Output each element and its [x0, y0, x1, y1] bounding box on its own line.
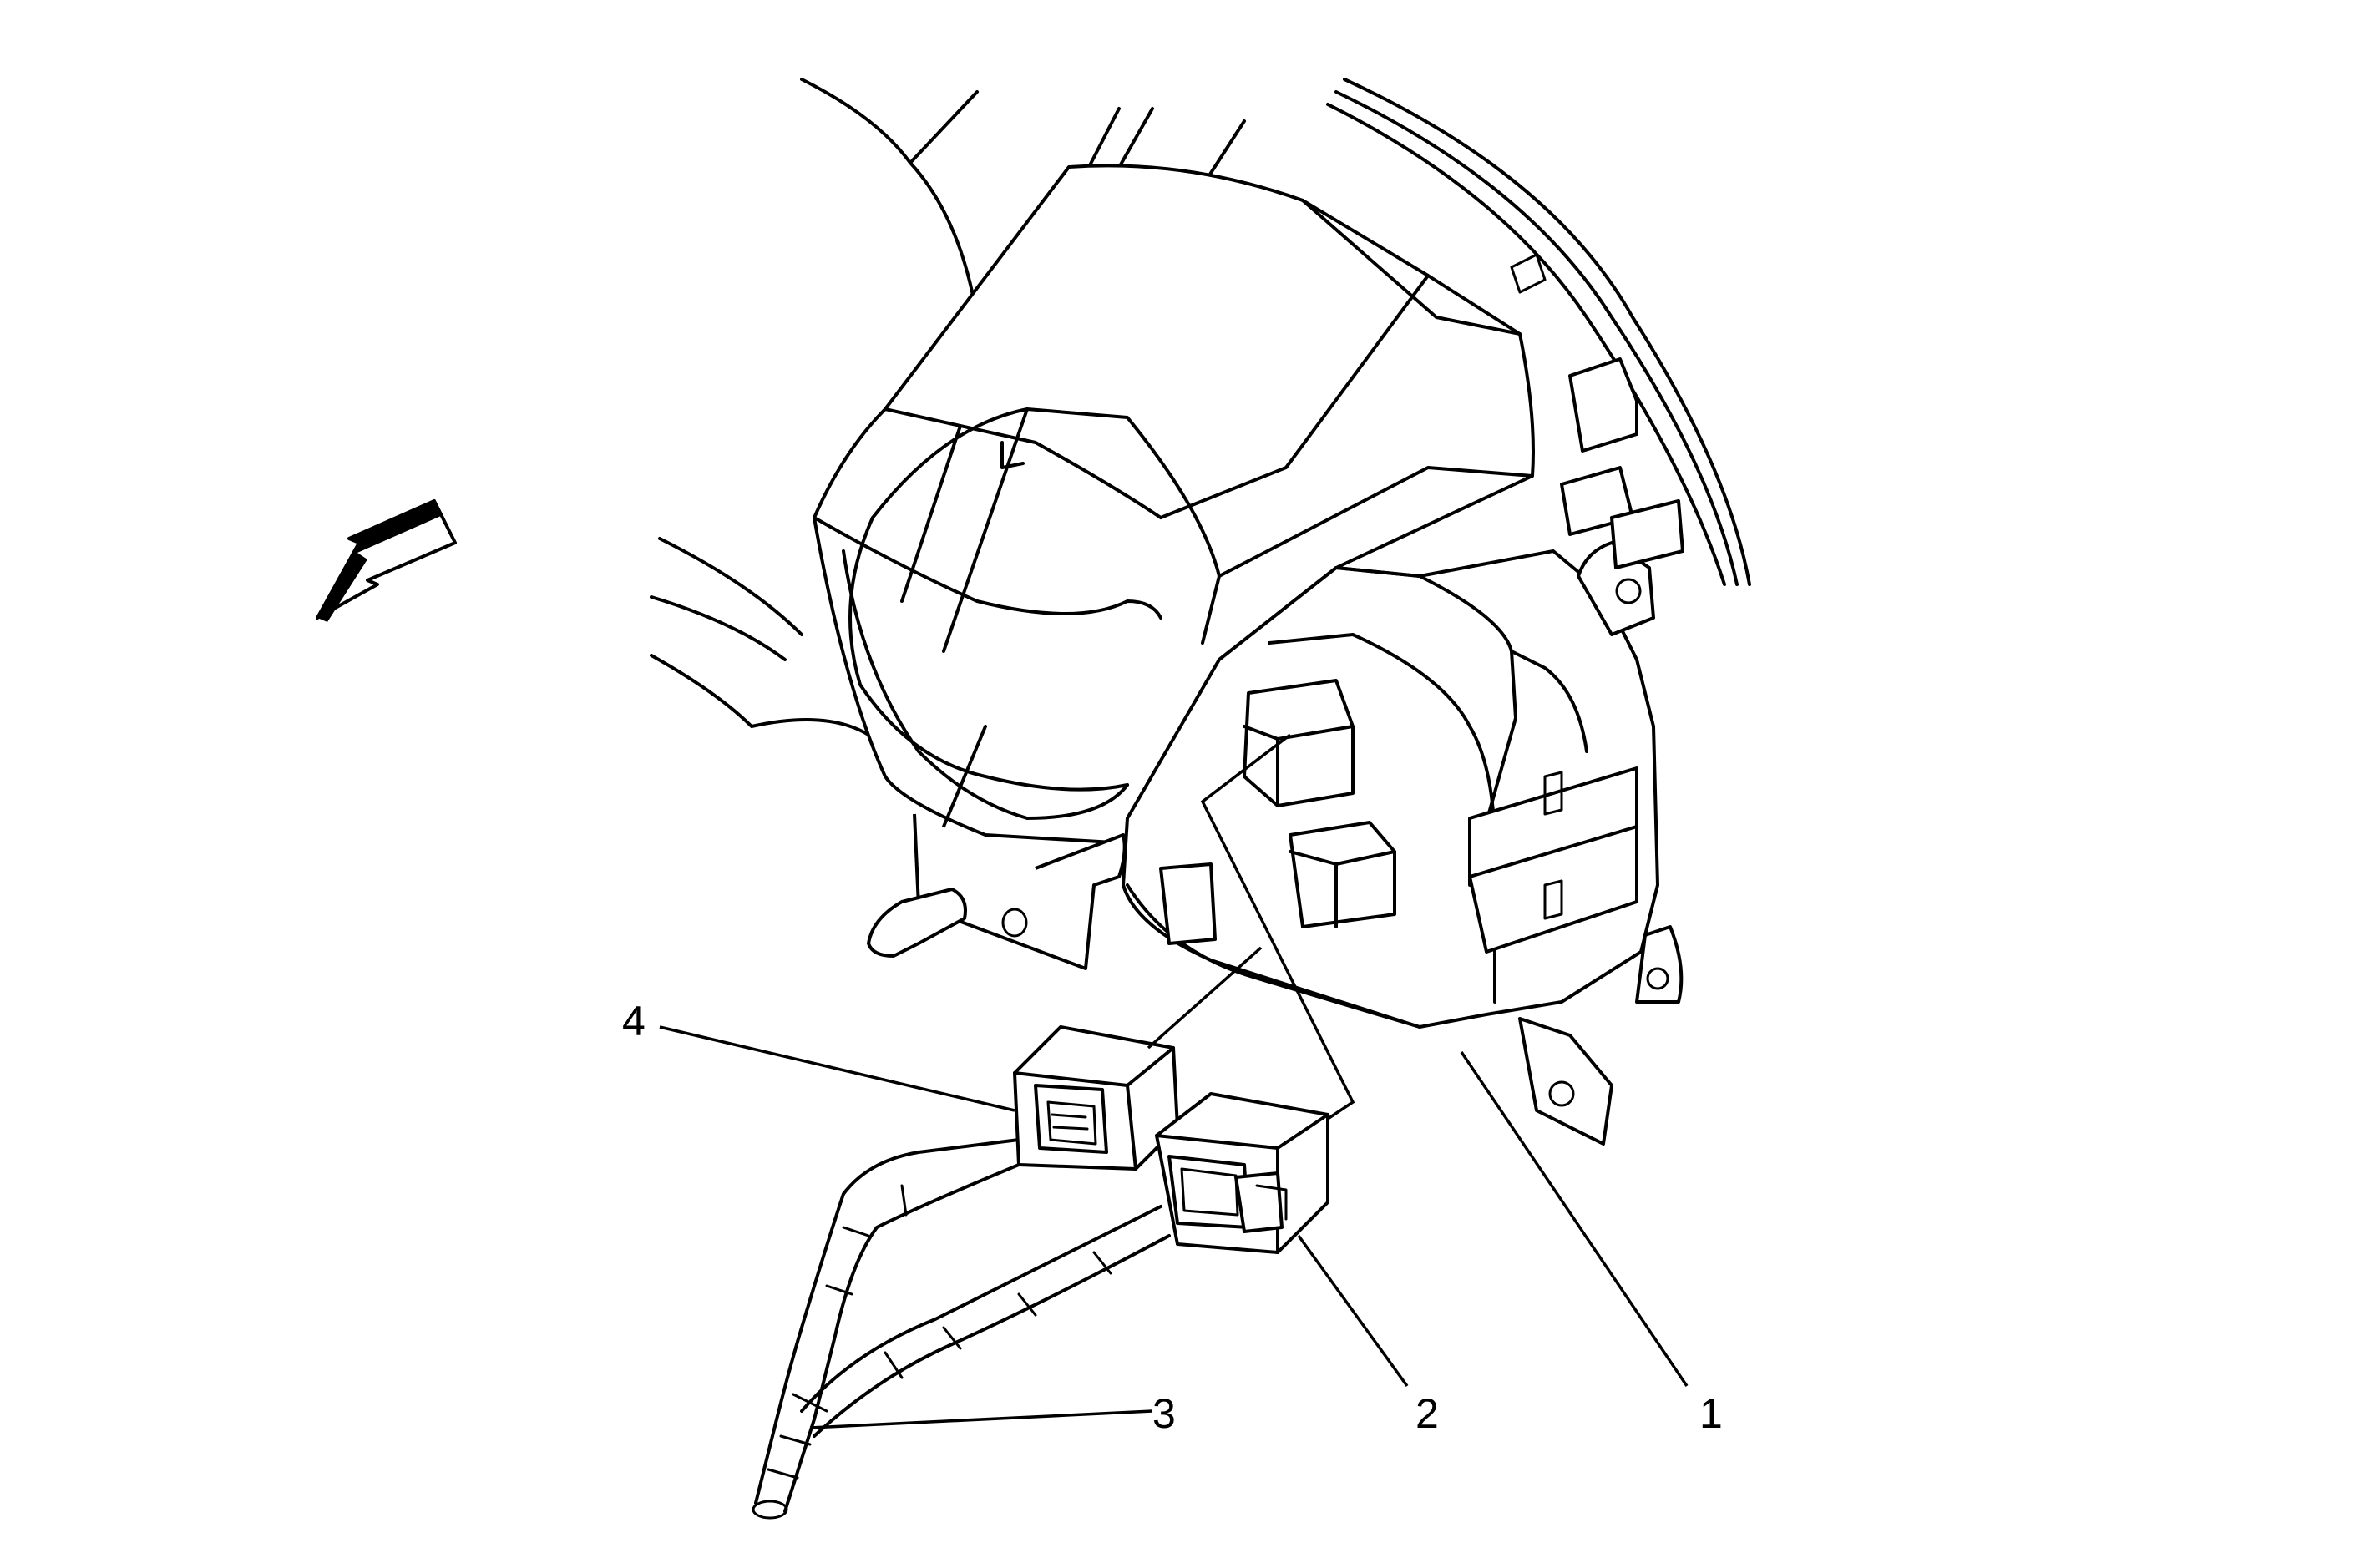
- leader-4: [659, 1025, 1015, 1112]
- callout-3: 3: [1152, 1390, 1176, 1437]
- connector-2: [1155, 1092, 1329, 1254]
- duct-housing: [813, 164, 1535, 845]
- direction-arrow-icon: [316, 499, 457, 622]
- leader-2-upper: [1200, 733, 1355, 1120]
- callout-2: 2: [1415, 1390, 1439, 1437]
- leader-4-upper: [1147, 946, 1263, 1050]
- wire-harness: [752, 1138, 1171, 1520]
- leader-1: [1460, 1051, 1689, 1387]
- callout-4: 4: [622, 998, 646, 1045]
- leader-3: [809, 1409, 1153, 1429]
- leader-lines: [659, 733, 1689, 1429]
- callout-1: 1: [1699, 1390, 1723, 1437]
- mounting-stud: [867, 813, 1127, 970]
- connector-4: [1013, 1025, 1179, 1171]
- leader-2: [1297, 1234, 1409, 1388]
